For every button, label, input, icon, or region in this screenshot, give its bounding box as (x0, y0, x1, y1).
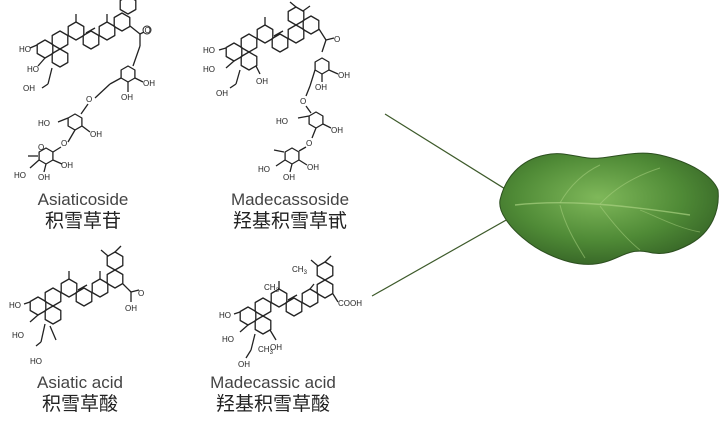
madecassic-acid-ch3-1: CH3 (292, 265, 308, 276)
leaf-vein-5 (639, 209, 701, 233)
asiaticoside-ho-3: OH (23, 84, 35, 93)
asiaticoside-o-link1: O (86, 95, 92, 104)
asiatic-acid-name-zh: 积雪草酸 (41, 393, 118, 415)
madecassic-acid-label: Madecassic acid 羟基积雪草酸 (203, 373, 343, 415)
madecassoside-label: Madecassoside 羟基积雪草甙 (220, 190, 360, 232)
asiatic-acid-oh-acid: OH (125, 304, 137, 313)
connector-line-bottom (371, 214, 516, 297)
leaf-vein-3 (599, 205, 641, 251)
asiatic-acid-ho-1: HO (9, 301, 21, 310)
leaf-vein-main (514, 201, 691, 216)
madecassoside-o-link2: O (306, 139, 312, 148)
asiaticoside-ho-s3: HO (14, 171, 26, 180)
asiaticoside-ho-s2: HO (38, 119, 50, 128)
asiaticoside-o-link2: O (61, 139, 67, 148)
asiatic-acid-ho-3: HO (30, 357, 42, 366)
leaf-blade (499, 152, 719, 265)
asiaticoside-oh-s1b: OH (121, 93, 133, 102)
madecassic-acid-ch3-2: CH3 (264, 283, 280, 294)
madecassoside-ho-s3: HO (258, 165, 270, 174)
leaf-vein-4 (559, 204, 586, 259)
asiaticoside-oh-s3b: OH (38, 173, 50, 182)
leaf-vein-1 (559, 164, 601, 204)
madecassic-acid-name-en: Madecassic acid (210, 373, 336, 392)
madecassoside-oh-s3a: OH (307, 163, 319, 172)
madecassoside-oh-3: OH (216, 89, 228, 98)
madecassoside-oh-s1a: OH (338, 71, 350, 80)
asiaticoside-oh-s1a: OH (143, 79, 155, 88)
asiatic-acid-ho-2: HO (12, 331, 24, 340)
centella-leaf-image (499, 152, 719, 265)
asiaticoside-o-carbonyl: O (145, 26, 151, 35)
madecassoside-oh-s2a: OH (331, 126, 343, 135)
asiatic-acid-label: Asiatic acid 积雪草酸 (25, 373, 135, 415)
leaf-vein-2 (599, 167, 661, 205)
asiaticoside-o-ring3: O (38, 143, 44, 152)
asiaticoside-ho-2: HO (27, 65, 39, 74)
asiaticoside-structure: O HO HO OH OH OH O OH HO O OH O (14, 0, 155, 182)
madecassoside-name-en: Madecassoside (230, 190, 350, 209)
madecassoside-oh-4: OH (256, 77, 268, 86)
madecassic-acid-structure: CH3 CH3 COOH HO HO CH3 OH OH (219, 255, 362, 369)
madecassoside-structure: O HO HO OH OH OH OH O OH HO O OH (203, 1, 350, 182)
madecassoside-oh-s3b: OH (283, 173, 295, 182)
asiaticoside-name-zh: 积雪草苷 (44, 210, 121, 232)
madecassic-acid-cooh: COOH (338, 299, 362, 308)
madecassic-acid-ho-1: HO (219, 311, 231, 320)
madecassoside-o-carbonyl: O (334, 35, 340, 44)
asiaticoside-oh-s3a: OH (61, 161, 73, 170)
asiaticoside-name-en: Asiaticoside (37, 190, 129, 209)
madecassic-acid-oh-3: OH (238, 360, 250, 369)
asiatic-acid-name-en: Asiatic acid (37, 373, 123, 392)
madecassoside-ho-s2: HO (276, 117, 288, 126)
madecassic-acid-name-zh: 羟基积雪草酸 (215, 393, 330, 415)
madecassoside-ho-1: HO (203, 46, 215, 55)
madecassoside-name-zh: 羟基积雪草甙 (232, 210, 347, 232)
asiaticoside-oh-s2a: OH (90, 130, 102, 139)
asiaticoside-label: Asiaticoside 积雪草苷 (28, 190, 138, 232)
madecassoside-o-link1: O (300, 97, 306, 106)
madecassoside-ho-2: HO (203, 65, 215, 74)
asiaticoside-ho-1: HO (19, 45, 31, 54)
madecassic-acid-ho-2: HO (222, 335, 234, 344)
asiatic-acid-structure: O OH HO HO HO (9, 245, 144, 366)
madecassoside-oh-s1b: OH (315, 83, 327, 92)
connector-line-top (384, 113, 511, 193)
madecassic-acid-ch3-3: CH3 (258, 345, 274, 356)
madecassic-acid-oh-4: OH (270, 343, 282, 352)
asiatic-acid-o-carbonyl: O (138, 289, 144, 298)
